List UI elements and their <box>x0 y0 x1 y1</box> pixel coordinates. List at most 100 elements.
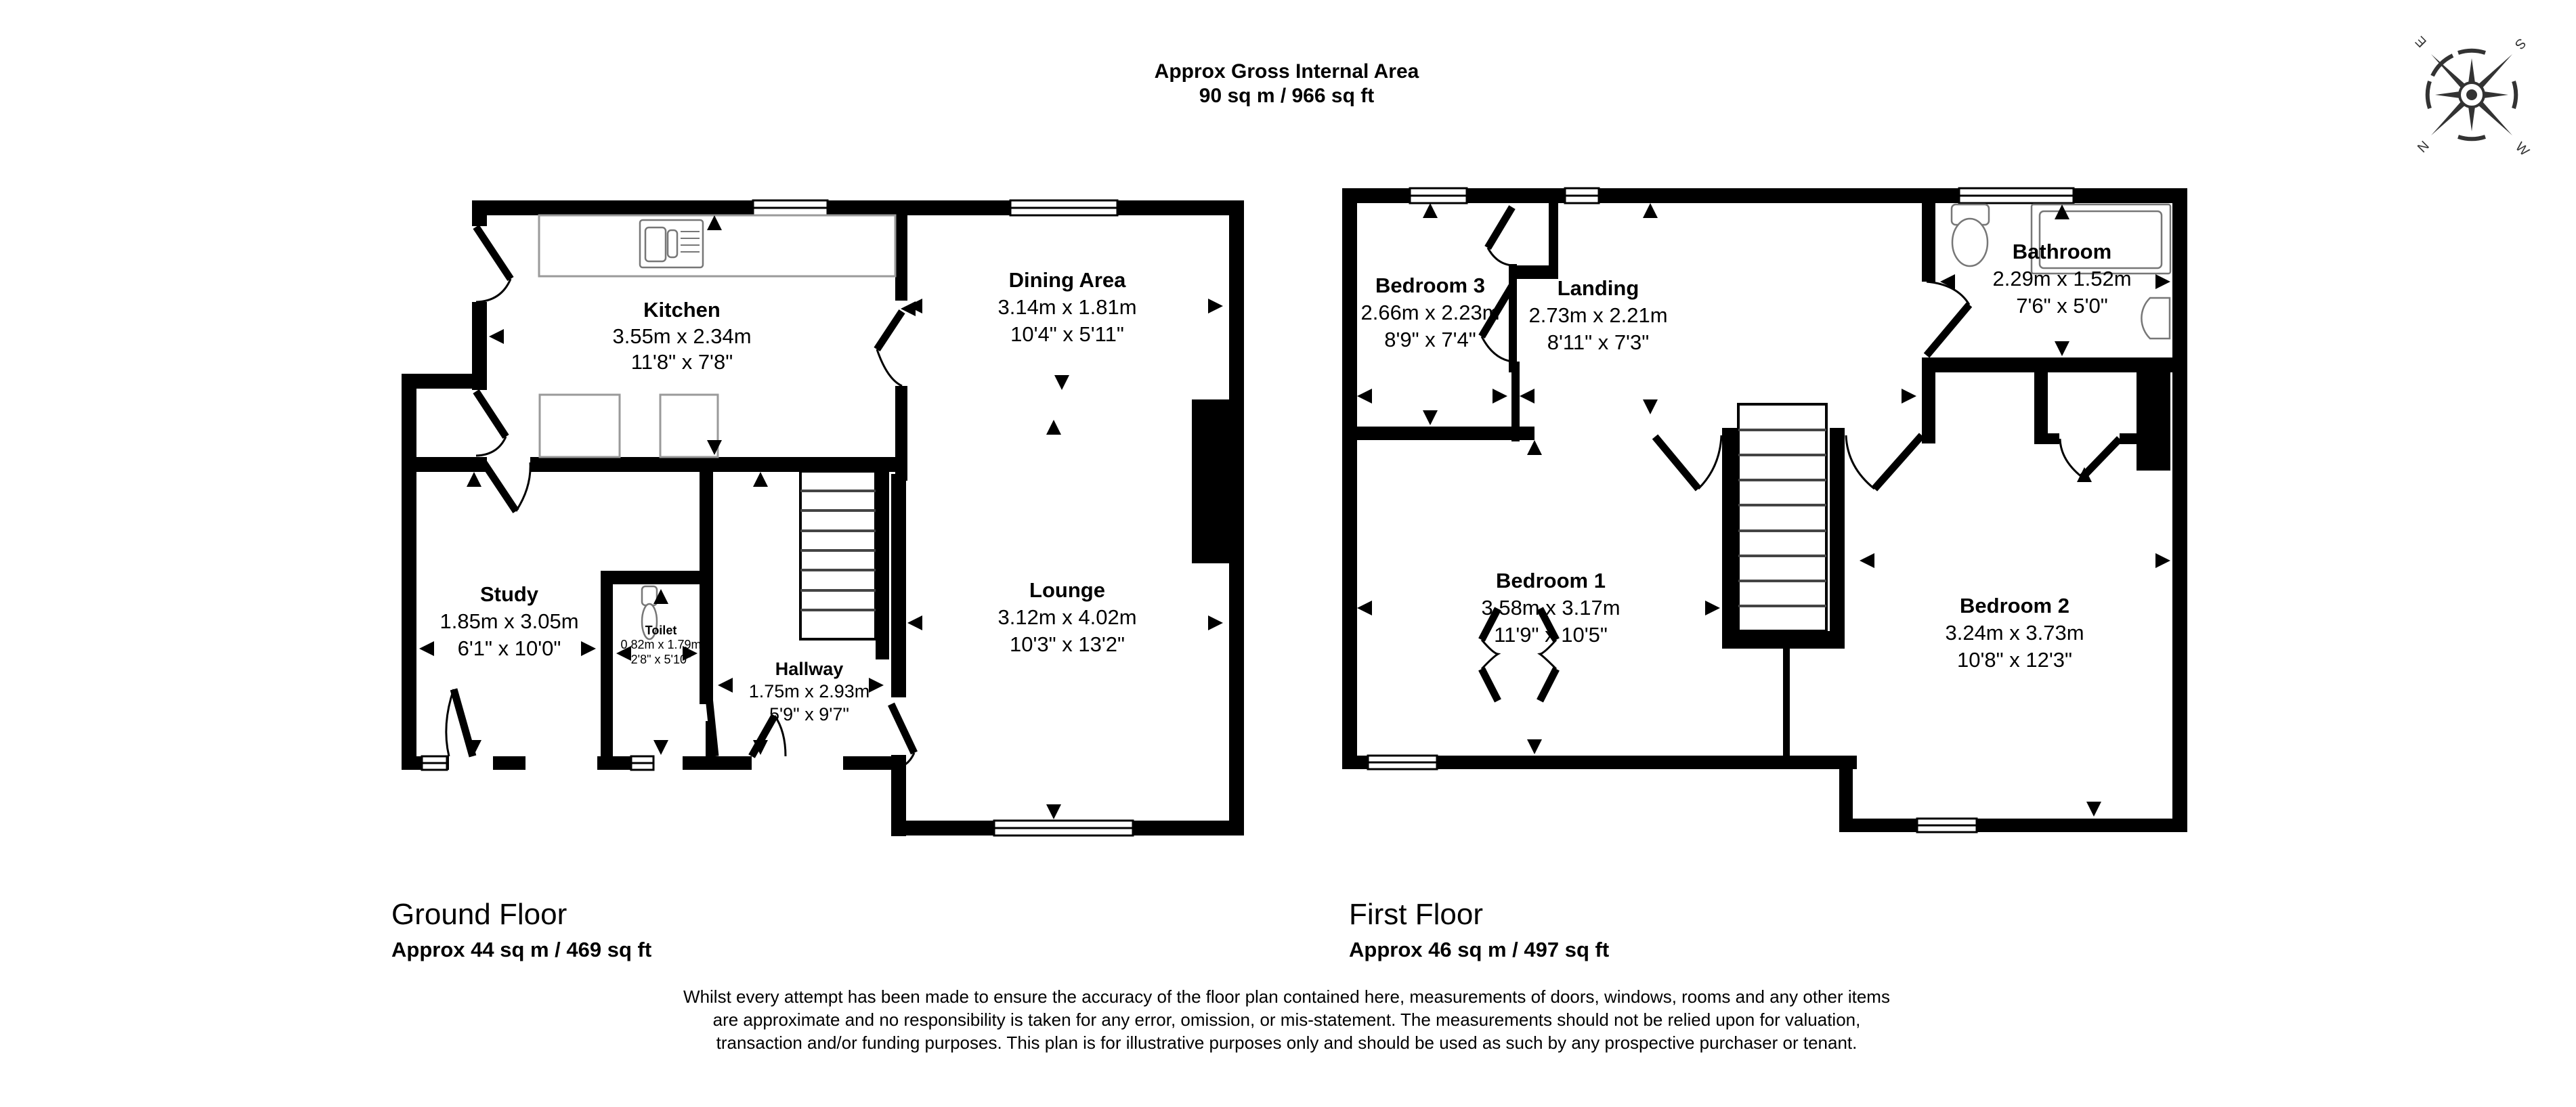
window <box>1916 817 1978 833</box>
room-metric: 3.12m x 4.02m <box>997 605 1136 629</box>
window <box>1009 199 1119 217</box>
measurement-arrow-icon <box>869 678 884 693</box>
disclaimer-text: Whilst every attempt has been made to en… <box>683 986 1890 1053</box>
measurement-arrow-icon <box>616 646 631 661</box>
measurement-arrow-icon <box>1860 553 1874 568</box>
wall <box>402 374 487 389</box>
measurement-arrow-icon <box>1902 389 1916 404</box>
room-imperial: 10'3" x 13'2" <box>1010 632 1125 656</box>
wall <box>1922 372 1935 443</box>
room-label-bedroom-3: Bedroom 3 2.66m x 2.23m 8'9" x 7'4" <box>1360 274 1499 351</box>
kitchen-unit <box>659 393 719 458</box>
window <box>630 755 655 771</box>
measurement-arrow-icon <box>753 740 768 755</box>
wall <box>601 571 702 584</box>
wall <box>1342 756 1857 769</box>
room-name: Kitchen <box>643 298 721 322</box>
wall <box>2172 188 2187 832</box>
staircase <box>1722 403 1845 756</box>
window <box>993 819 1134 837</box>
measurement-arrow-icon <box>1527 739 1542 754</box>
room-imperial: 7'6" x 5'0" <box>2016 294 2108 318</box>
wall <box>402 374 416 770</box>
room-name: Landing <box>1558 276 1639 300</box>
measurement-arrow-icon <box>1423 203 1438 218</box>
wall <box>1357 427 1534 440</box>
wall <box>1509 264 1517 372</box>
room-imperial: 10'8" x 12'3" <box>1957 648 2072 672</box>
room-metric: 2.73m x 2.21m <box>1528 303 1667 327</box>
room-name: Study <box>480 582 539 606</box>
wall <box>1922 357 2186 372</box>
first-floor-caption: First Floor Approx 46 sq m / 497 sq ft <box>1349 897 1609 963</box>
wall <box>1922 203 1935 282</box>
staircase <box>799 470 889 659</box>
compass-rose-icon: E S N W <box>2413 34 2532 156</box>
measurement-arrow-icon <box>907 299 922 313</box>
wall <box>843 756 893 770</box>
measurement-arrow-icon <box>2155 274 2170 289</box>
gross-area-title: Approx Gross Internal Area <box>1154 60 1419 83</box>
measurement-arrow-icon <box>1643 399 1658 414</box>
wall <box>2120 433 2140 444</box>
bathtub-icon <box>2030 203 2172 275</box>
measurement-arrow-icon <box>718 678 733 693</box>
room-label-hallway: Hallway 1.75m x 2.93m 5'9" x 9'7" <box>749 659 870 724</box>
wall <box>2034 372 2048 443</box>
measurement-arrows <box>419 203 2170 819</box>
wall <box>891 755 906 836</box>
door <box>1478 284 1516 363</box>
sink-icon <box>639 219 704 269</box>
wall <box>472 302 487 390</box>
room-imperial: 6'1" x 10'0" <box>458 636 561 660</box>
measurement-arrow-icon <box>489 329 504 344</box>
wall <box>472 200 895 215</box>
window <box>1367 754 1438 770</box>
first-floor-plan <box>1342 187 2187 833</box>
room-name: Bedroom 2 <box>1960 594 2069 617</box>
room-label-toilet: Toilet 0.82m x 1.79m 2'8" x 5'10" <box>620 624 701 666</box>
floor-name: Ground Floor <box>391 898 567 931</box>
measurement-arrow-icon <box>1940 274 1955 289</box>
measurement-arrow-icon <box>653 589 668 604</box>
room-name: Toilet <box>645 624 677 637</box>
measurement-arrow-icon <box>907 615 922 630</box>
room-imperial: 11'9" x 10'5" <box>1494 623 1608 647</box>
door <box>473 224 514 303</box>
basin-icon <box>2141 297 2171 340</box>
wall <box>1549 203 1558 279</box>
wall <box>891 474 906 697</box>
door <box>704 690 719 757</box>
room-metric: 2.66m x 2.23m <box>1360 301 1499 324</box>
measurement-arrow-icon <box>1643 203 1658 218</box>
wall <box>530 457 907 472</box>
room-metric: 3.24m x 3.73m <box>1945 621 2084 645</box>
chimney-breast <box>2137 372 2170 471</box>
floor-area: Approx 44 sq m / 469 sq ft <box>391 938 652 961</box>
door <box>874 309 905 387</box>
wardrobe-door <box>1478 607 1501 703</box>
wall <box>601 571 613 770</box>
door <box>1845 433 1925 492</box>
door <box>1652 434 1723 492</box>
room-imperial: 8'9" x 7'4" <box>1384 328 1476 351</box>
measurement-arrow-icon <box>1493 389 1507 404</box>
kitchen-unit <box>538 393 621 458</box>
wardrobe-door <box>1537 607 1560 703</box>
door <box>748 714 787 758</box>
measurement-arrow-icon <box>467 472 481 487</box>
window <box>1564 187 1600 204</box>
door <box>1484 205 1516 267</box>
measurement-arrow-icon <box>1357 601 1372 615</box>
window <box>421 755 448 771</box>
measurement-arrow-icon <box>1046 420 1061 435</box>
door <box>480 460 532 514</box>
measurement-arrow-icon <box>707 440 722 455</box>
room-name: Hallway <box>775 659 844 679</box>
ground-floor-plan <box>402 199 1244 837</box>
window <box>1409 187 1468 204</box>
measurement-arrow-icon <box>1520 389 1534 404</box>
wall <box>1510 265 1558 279</box>
measurement-arrow-icon <box>2077 467 2092 482</box>
